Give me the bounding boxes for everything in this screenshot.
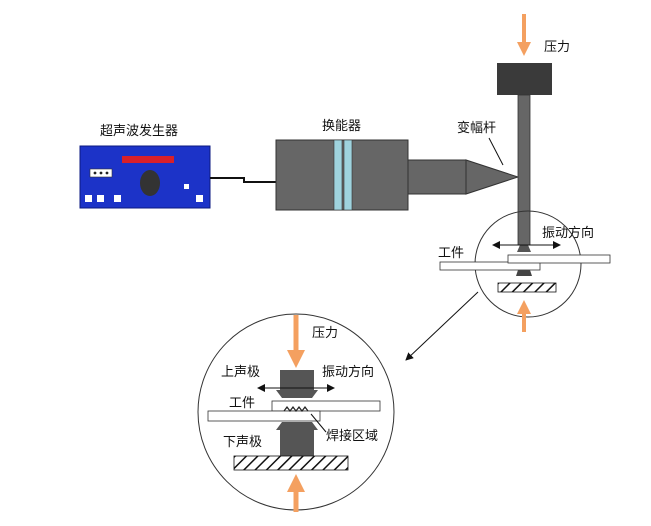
workpiece-lower-small bbox=[439, 261, 541, 271]
label-horn: 变幅杆 bbox=[457, 120, 496, 136]
pressure-arrow-detail bbox=[287, 315, 305, 368]
pressure-arrow-bottom-detail bbox=[287, 474, 305, 512]
pressure-head bbox=[497, 63, 552, 95]
piezo-ring-2 bbox=[343, 139, 353, 211]
upper-electrode bbox=[276, 370, 318, 398]
generator-knob bbox=[140, 170, 160, 196]
label-vibration-top: 振动方向 bbox=[542, 225, 594, 241]
label-lower-electrode: 下声极 bbox=[223, 435, 262, 450]
label-generator: 超声波发生器 bbox=[100, 123, 178, 139]
anvil-detail bbox=[233, 455, 349, 471]
generator-display-bar bbox=[122, 156, 174, 163]
label-transducer: 换能器 bbox=[322, 119, 361, 134]
booster bbox=[407, 159, 467, 195]
sonotrode-assembly bbox=[497, 63, 552, 252]
sonotrode-rod bbox=[517, 94, 531, 246]
workpiece-lower-detail bbox=[207, 410, 321, 422]
label-workpiece-detail: 工件 bbox=[229, 396, 255, 411]
label-upper-electrode: 上声极 bbox=[221, 365, 260, 380]
label-weld-zone: 焊接区域 bbox=[326, 428, 378, 444]
workpiece-upper-small bbox=[507, 254, 611, 264]
label-pressure-top: 压力 bbox=[544, 40, 570, 55]
anvil-small bbox=[497, 282, 557, 293]
weld-zone-mark bbox=[283, 406, 309, 412]
ultrasonic-generator bbox=[79, 145, 211, 209]
weld-zone-leader-line bbox=[310, 413, 327, 433]
lower-electrode bbox=[276, 422, 318, 456]
pressure-arrow-bottom-small bbox=[517, 300, 531, 332]
piezo-ring-1 bbox=[333, 139, 343, 211]
workpiece-upper-detail bbox=[271, 400, 381, 412]
detail-pointer-arrow bbox=[405, 291, 479, 361]
label-pressure-detail: 压力 bbox=[312, 326, 338, 341]
horn-tip bbox=[465, 159, 520, 195]
transducer bbox=[275, 139, 520, 211]
pressure-arrow-top bbox=[517, 14, 531, 56]
horn-leader-line bbox=[488, 137, 504, 166]
cable bbox=[210, 177, 276, 183]
label-workpiece-top: 工件 bbox=[438, 246, 464, 261]
label-vibration-detail: 振动方向 bbox=[322, 364, 374, 380]
